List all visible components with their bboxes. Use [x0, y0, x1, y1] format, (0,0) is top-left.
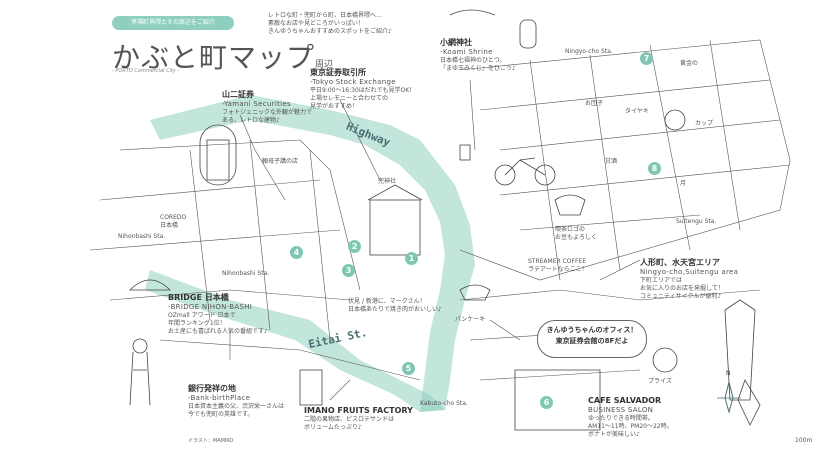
compass-icon	[717, 381, 741, 414]
spot-bank-birthplace[interactable]: 銀行発祥の地 -Bank-birthPlace 日本資本主義の父、渋沢栄一さんは…	[188, 384, 285, 418]
map-subtitle: - PORTO Commercial City -	[112, 68, 180, 74]
station-kabuto-cho[interactable]: Kabuto-cho Sta.	[420, 400, 468, 407]
label-tsuki: 月	[680, 180, 687, 187]
label-amazake: 甘酒	[605, 158, 618, 165]
scale-label: 100m	[795, 437, 813, 444]
office-callout: きんゆうちゃんのオフィス！ 東京証券会館の8Fだよ	[537, 320, 647, 358]
label-cup: カップ	[695, 120, 714, 127]
station-nihonbashi-2[interactable]: Nihonbashi Sta.	[222, 270, 270, 277]
station-suitengu[interactable]: Suitengu Sta.	[676, 218, 717, 225]
map-title: かぶと町マップ周辺	[112, 41, 334, 74]
spot-marker-2[interactable]: 2	[348, 240, 361, 253]
label-fushimi: 伏見 / 新港に、マークさん！日本橋あたりで焼き肉がおいしい♪	[348, 298, 442, 314]
callout-lines	[229, 79, 641, 401]
label-tanomoshi: 頼母子講の店	[262, 158, 299, 165]
compass: N	[715, 370, 743, 419]
illustrator-credit: イラスト：MAMIKO	[188, 438, 234, 444]
intro-text: レトロな町・兜町から町、日本橋界隈へ…素敵なお店や見どころがいっぱい！きんゆうち…	[268, 12, 392, 36]
spot-marker-1[interactable]: 1	[405, 252, 418, 265]
spot-cafe-salvador[interactable]: CAFE SALVADOR BUSINESS SALON ゆったりできる時間帯。…	[588, 396, 673, 438]
spot-bridge-nihonbashi[interactable]: BRIDGE 日本橋 -BRIDGE NIHON-BASHI OZmall アワ…	[168, 293, 268, 335]
station-ningyo-cho[interactable]: Ningyo-cho Sta.	[565, 48, 613, 55]
spot-marker-6[interactable]: 6	[540, 396, 553, 409]
label-prize: プライズ	[648, 378, 672, 385]
sketch-illustrations	[129, 9, 761, 431]
label-cafe-logo: 喫茶ロゴのお豆もよろしく	[555, 226, 598, 242]
label-pancake: パンケーキ	[455, 316, 486, 323]
label-kabuto-shrine: 兜神社	[378, 178, 397, 185]
spot-ningyocho-suitengu-area[interactable]: 人形町、水天宮エリア Ningyo-cho,Suitengu area 下町エリ…	[640, 258, 739, 300]
spot-yamani-securities[interactable]: 山二証券 -Yamani Securities フォトジェニックな外観が魅力で …	[222, 90, 313, 124]
spot-tokyo-stock-exchange[interactable]: 東京証券取引所 -Tokyo Stock Exchange 平日9:00～16:…	[310, 68, 416, 110]
spot-marker-8[interactable]: 8	[648, 162, 661, 175]
station-nihonbashi[interactable]: Nihonbashi Sta.	[118, 233, 166, 240]
label-dango: お団子	[585, 100, 604, 107]
spot-koami-shrine[interactable]: 小網神社 -Koami Shrine 日本橋七福神のひとつ。 「まゆ玉みくじ」を…	[440, 38, 516, 72]
street-grid	[89, 39, 791, 381]
spot-marker-4[interactable]: 4	[290, 246, 303, 259]
label-melon: 黄金の	[680, 60, 699, 67]
spot-imano-fruits-factory[interactable]: IMANO FRUITS FACTORY 二階の果物店、ピスロテサンドは ボリュ…	[304, 406, 413, 432]
header-ribbon: 茅場町界隈とその周辺をご紹介	[112, 16, 234, 30]
spot-marker-5[interactable]: 5	[402, 362, 415, 375]
spot-marker-3[interactable]: 3	[342, 264, 355, 277]
label-taiyaki: タイヤキ	[625, 108, 649, 115]
river	[145, 95, 475, 412]
spot-marker-7[interactable]: 7	[640, 52, 653, 65]
